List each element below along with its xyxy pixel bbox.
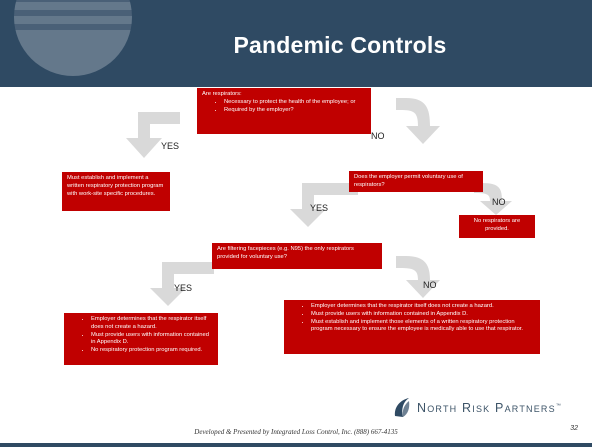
page-number: 32 [570, 425, 578, 432]
slide-header: Pandemic Controls [0, 0, 592, 87]
question-text: Does the employer permit voluntary use o… [354, 174, 463, 188]
no-arrow-icon [474, 183, 512, 215]
answer-bullet: Must provide users with information cont… [311, 311, 535, 319]
no-label: NO [492, 197, 506, 207]
yes-arrow-icon [150, 262, 214, 306]
yes-label: YES [310, 203, 329, 213]
question-voluntary-use: Does the employer permit voluntary use o… [349, 171, 483, 192]
question-bullet: Necessary to protect the health of the e… [224, 99, 366, 107]
footer-credit: Developed & Presented by Integrated Loss… [194, 428, 398, 436]
answer-other-respirators: Employer determines that the respirator … [284, 300, 540, 354]
answer-bullet: Employer determines that the respirator … [311, 303, 535, 311]
no-label: NO [423, 280, 437, 290]
answer-written-program: Must establish and implement a written r… [62, 172, 170, 211]
no-arrow-icon [396, 98, 440, 144]
brand-name: North Risk Partners™ [417, 401, 562, 415]
circle-logo-graphic [14, 0, 132, 76]
answer-no-respirators: No respirators are provided. [459, 215, 535, 238]
sail-logo-icon [394, 398, 410, 417]
question-text: Are filtering facepieces (e.g. N95) the … [217, 246, 354, 260]
brand-logo: North Risk Partners™ [392, 397, 562, 419]
no-label: NO [371, 131, 385, 141]
answer-text: Must establish and implement a written r… [67, 175, 164, 197]
question-respirators-required: Are respirators: Necessary to protect th… [197, 88, 371, 134]
answer-facepieces-only: Employer determines that the respirator … [64, 313, 218, 365]
yes-label: YES [161, 141, 180, 151]
yes-arrow-icon [290, 183, 358, 227]
answer-bullet: Must provide users with information cont… [91, 332, 213, 348]
answer-text: No respirators are provided. [473, 218, 521, 232]
answer-bullet: No respiratory protection program requir… [91, 347, 213, 355]
brand-name-text: North Risk Partners [417, 401, 556, 415]
question-heading: Are respirators: [202, 91, 242, 97]
bottom-rule [0, 443, 592, 447]
no-arrow-icon [396, 256, 440, 298]
question-bullet: Required by the employer? [224, 107, 366, 115]
yes-label: YES [174, 283, 193, 293]
question-filtering-facepieces: Are filtering facepieces (e.g. N95) the … [212, 243, 382, 269]
trademark-mark: ™ [555, 402, 563, 409]
answer-bullet: Employer determines that the respirator … [91, 316, 213, 332]
yes-arrow-icon [126, 112, 180, 158]
answer-bullet: Must establish and implement those eleme… [311, 319, 535, 335]
slide-title: Pandemic Controls [233, 32, 447, 58]
